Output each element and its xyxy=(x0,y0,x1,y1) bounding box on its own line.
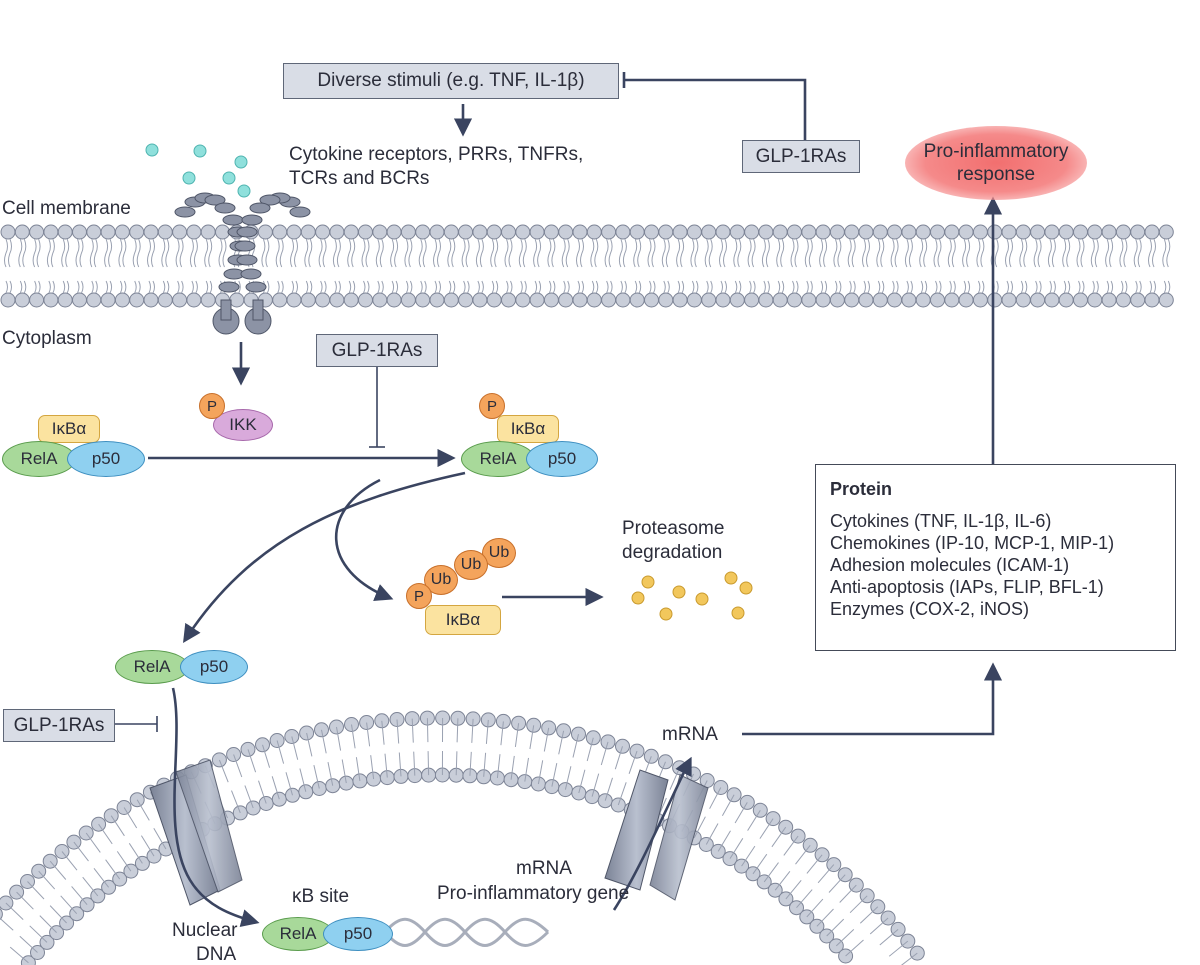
p50-label: p50 xyxy=(199,657,229,676)
ikba-protein-right: IκBα xyxy=(497,415,559,443)
rela-protein-free: RelA xyxy=(115,650,189,684)
cell-membrane-label: Cell membrane xyxy=(2,198,131,219)
mrna-export-arrow xyxy=(612,756,692,911)
ub-label: Ub xyxy=(488,544,510,561)
protein-item: Chemokines (IP-10, MCP-1, MIP-1) xyxy=(830,533,1115,553)
proteasome-fragments xyxy=(631,571,753,621)
p50-protein-free: p50 xyxy=(180,650,248,684)
nuclear-translocation-arrow xyxy=(171,687,260,927)
protein-box-title: Protein xyxy=(830,479,893,499)
phospho-label: P xyxy=(486,397,497,415)
kb-site-label: κB site xyxy=(292,886,350,907)
ikba-protein-ub: IκBα xyxy=(425,605,501,635)
pro-inflammatory-response: Pro-inflammatory response xyxy=(905,126,1087,200)
p50-label: p50 xyxy=(547,449,577,468)
stimulus-molecules xyxy=(145,143,251,198)
phospho-label: P xyxy=(206,397,217,415)
receptor xyxy=(174,192,311,335)
protein-item: Cytokines (TNF, IL-1β, IL-6) xyxy=(830,511,1052,531)
phospho-ub-ikba: P xyxy=(406,583,432,609)
cytoplasm-label: Cytoplasm xyxy=(2,328,92,349)
p50-label: p50 xyxy=(91,449,121,468)
ikk-protein: IKK xyxy=(213,409,273,441)
response-line1: Pro-inflammatory xyxy=(923,141,1069,162)
release-nfkb-arrow xyxy=(183,471,466,644)
response-line2: response xyxy=(956,164,1036,185)
rela-label: RelA xyxy=(479,449,517,468)
proteasome-line1: Proteasome xyxy=(622,518,725,539)
receptors-label-line2: TCRs and BCRs xyxy=(289,168,430,189)
glp1ras-label: GLP-1RAs xyxy=(331,339,423,361)
receptors-label-line1: Cytokine receptors, PRRs, TNFRs, xyxy=(289,144,584,165)
glp1ras-box-middle: GLP-1RAs xyxy=(316,334,438,367)
proteasome-line2: degradation xyxy=(622,542,723,563)
phospho-label: P xyxy=(413,587,424,605)
ikba-label: IκBα xyxy=(510,419,546,438)
dna-label: DNA xyxy=(196,944,237,965)
rela-label: RelA xyxy=(133,657,171,676)
ikba-protein-left: IκBα xyxy=(38,415,100,443)
rela-protein-left: RelA xyxy=(2,441,76,477)
nuclear-pore-right xyxy=(604,769,709,901)
rela-label: RelA xyxy=(279,924,317,943)
ub-label: Ub xyxy=(460,556,482,573)
phospho-ikk: P xyxy=(199,393,225,419)
nuclear-membrane xyxy=(0,710,925,965)
rela-protein-dna: RelA xyxy=(262,917,334,951)
nuclear-label: Nuclear xyxy=(172,920,238,941)
ub-label: Ub xyxy=(430,571,452,588)
p50-protein-dna: p50 xyxy=(323,917,393,951)
ubiquitin-2: Ub xyxy=(454,550,488,580)
rela-protein-right: RelA xyxy=(461,441,535,477)
protein-box: Protein Cytokines (TNF, IL-1β, IL-6) Che… xyxy=(815,464,1176,651)
stimuli-box: Diverse stimuli (e.g. TNF, IL-1β) xyxy=(283,63,619,99)
protein-item: Enzymes (COX-2, iNOS) xyxy=(830,599,1030,619)
glp1ras-box-bottom: GLP-1RAs xyxy=(3,709,115,742)
mrna-label: mRNA xyxy=(662,724,718,745)
glp1ras-label: GLP-1RAs xyxy=(755,145,847,167)
p50-label: p50 xyxy=(343,924,373,943)
ikk-label: IKK xyxy=(229,415,257,434)
p50-protein-right: p50 xyxy=(526,441,598,477)
protein-item: Anti-apoptosis (IAPs, FLIP, BFL-1) xyxy=(830,577,1104,597)
glp1-inhibit-stimuli-line xyxy=(624,78,807,140)
rela-label: RelA xyxy=(20,449,58,468)
stimuli-label: Diverse stimuli (e.g. TNF, IL-1β) xyxy=(317,70,585,91)
translation-arrow xyxy=(742,662,1003,736)
p50-protein-left: p50 xyxy=(67,441,145,477)
glp1ras-box-top: GLP-1RAs xyxy=(742,140,860,173)
ikba-label: IκBα xyxy=(51,419,87,438)
plasma-membrane xyxy=(0,224,1174,308)
protein-item: Adhesion molecules (ICAM-1) xyxy=(830,555,1070,575)
phospho-ikba: P xyxy=(479,393,505,419)
gene-mrna-label: mRNA xyxy=(516,858,572,879)
glp1ras-label: GLP-1RAs xyxy=(13,714,105,736)
ikba-label: IκBα xyxy=(445,610,481,629)
gene-label: Pro-inflammatory gene xyxy=(437,883,630,904)
ubiquitination-arrow xyxy=(334,478,394,602)
dna-helix xyxy=(383,917,550,947)
